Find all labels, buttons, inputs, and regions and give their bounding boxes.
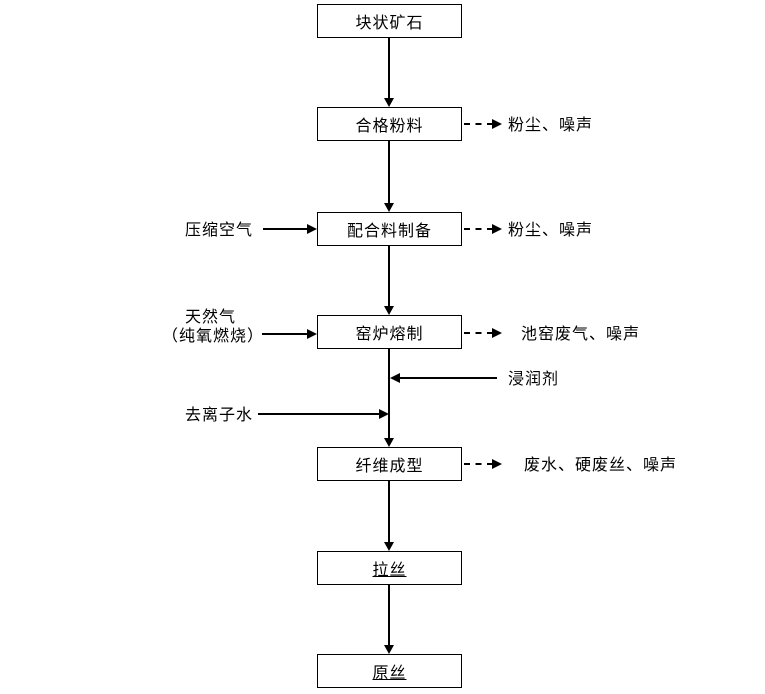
- emission-arrowhead-1: [492, 119, 502, 129]
- process-box-qualified-powder: 合格粉料: [317, 107, 462, 141]
- down-arrowhead-3: [384, 306, 394, 315]
- input-label-natural-gas-line1: 天然气: [184, 307, 236, 326]
- flow-line-3: [388, 246, 390, 306]
- input-label-sizing-agent: 浸润剂: [508, 369, 560, 388]
- process-box-fiber-forming: 纤维成型: [317, 447, 462, 481]
- emission-label-2: 粉尘、噪声: [508, 220, 594, 239]
- emission-label-3: 池窑废气、噪声: [521, 324, 641, 343]
- emission-arrow-line-3: [464, 332, 493, 334]
- down-arrowhead-6: [384, 645, 394, 654]
- down-arrowhead-4: [384, 438, 394, 447]
- emission-arrowhead-2: [492, 224, 502, 234]
- input-label-natural-gas: 天然气 （纯氧燃烧）: [162, 307, 265, 345]
- emission-arrow-line-1: [464, 123, 493, 125]
- down-arrowhead-1: [384, 98, 394, 107]
- process-box-raw-strand: 原丝: [317, 654, 462, 688]
- emission-arrowhead-4: [492, 459, 502, 469]
- left-arrowhead-sizing-agent: [390, 373, 400, 383]
- input-arrow-line-deionized-water: [258, 413, 379, 415]
- flow-line-2: [388, 141, 390, 203]
- right-arrowhead-natural-gas: [307, 329, 317, 339]
- process-box-kiln-melting: 窑炉熔制: [317, 315, 462, 349]
- down-arrowhead-2: [384, 203, 394, 212]
- flow-line-1: [388, 38, 390, 99]
- right-arrowhead-deionized-water: [379, 409, 389, 419]
- process-box-wire-drawing: 拉丝: [317, 551, 462, 585]
- emission-arrow-line-4: [464, 463, 493, 465]
- input-arrow-line-natural-gas: [262, 333, 308, 335]
- process-box-block-ore: 块状矿石: [317, 4, 462, 38]
- emission-arrow-line-2: [464, 228, 493, 230]
- input-label-compressed-air: 压缩空气: [185, 220, 254, 239]
- down-arrowhead-5: [384, 542, 394, 551]
- flow-line-5: [388, 481, 390, 542]
- right-arrowhead-compressed-air: [307, 224, 317, 234]
- emission-arrowhead-3: [492, 328, 502, 338]
- flow-line-4: [388, 349, 390, 438]
- flow-line-6: [388, 585, 390, 645]
- input-label-natural-gas-line2: （纯氧燃烧）: [162, 326, 265, 345]
- process-box-batch-preparation: 配合料制备: [317, 212, 462, 246]
- input-arrow-line-compressed-air: [263, 228, 308, 230]
- emission-label-4: 废水、硬废丝、噪声: [524, 455, 678, 474]
- input-label-deionized-water: 去离子水: [185, 405, 254, 424]
- input-arrow-line-sizing-agent: [399, 377, 497, 379]
- emission-label-1: 粉尘、噪声: [508, 115, 594, 134]
